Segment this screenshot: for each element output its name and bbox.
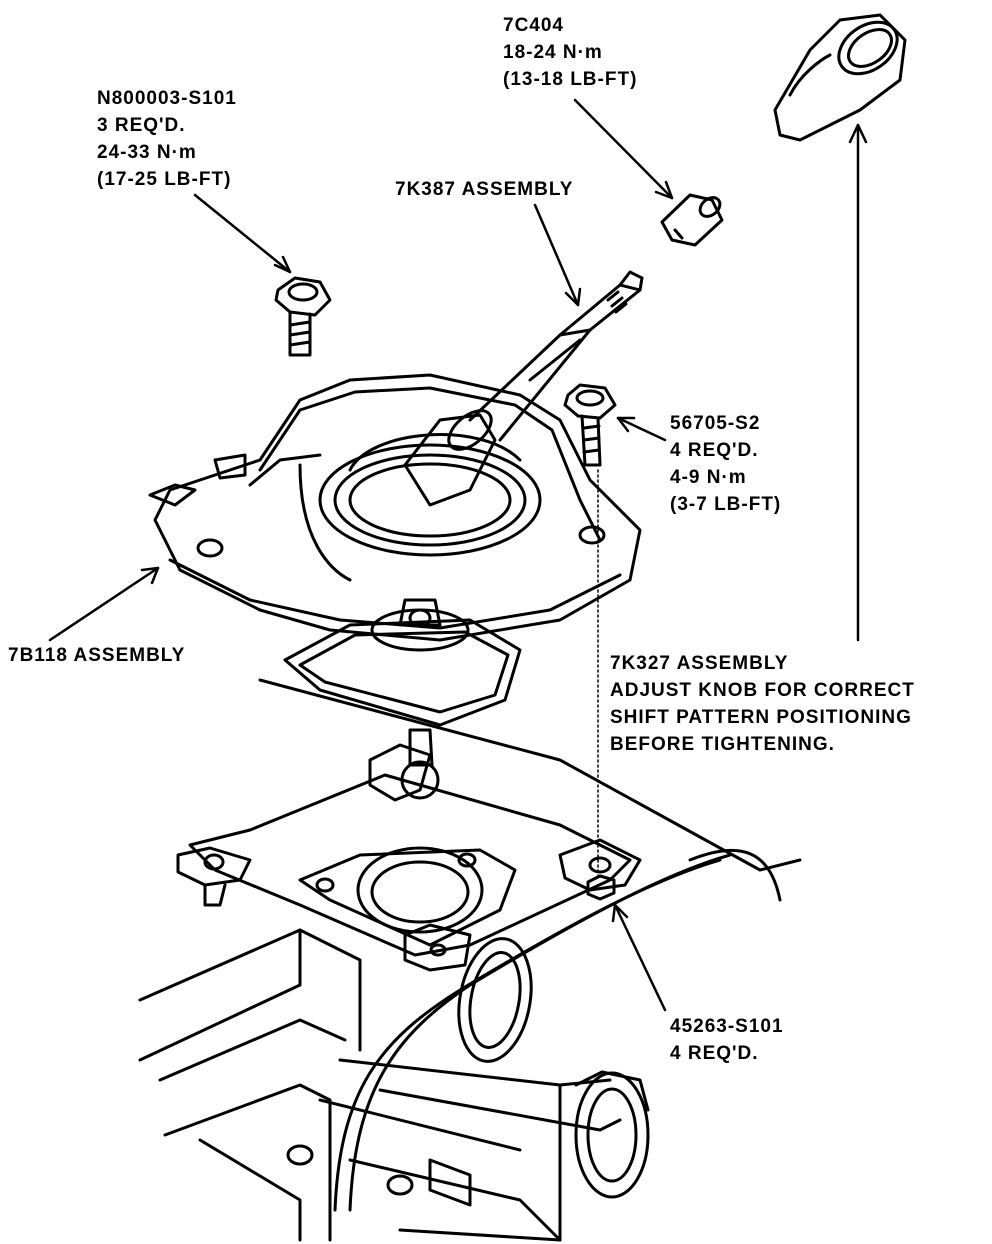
callout-line: 7K387 ASSEMBLY: [395, 179, 574, 200]
callout-jam-nut-7c404: 7C404 18-24 N·m (13-18 LB-FT): [503, 12, 637, 93]
callout-knob-7k327: 7K327 ASSEMBLY ADJUST KNOB FOR CORRECT S…: [610, 650, 915, 758]
wire-line-2: [348, 853, 732, 1212]
callout-bolt-56705: 56705-S2 4 REQ'D. 4-9 N·m (3-7 LB-FT): [670, 410, 781, 518]
nut-45263: [586, 874, 616, 901]
callout-line: 18-24 N·m: [503, 42, 603, 63]
bolt-56705: [563, 383, 617, 467]
callout-line: 7C404: [503, 15, 564, 36]
transmission-housing: [138, 678, 802, 1242]
callout-line: 4 REQ'D.: [670, 1043, 759, 1064]
gasket-ring: [283, 598, 522, 727]
callout-bolt-n800003: N800003-S101 3 REQ'D. 24-33 N·m (17-25 L…: [97, 85, 237, 193]
callout-line: (13-18 LB-FT): [503, 69, 638, 90]
callout-line: 7B118 ASSEMBLY: [8, 645, 186, 666]
callout-line: ADJUST KNOB FOR CORRECT: [610, 680, 915, 701]
callout-line: (17-25 LB-FT): [97, 169, 232, 190]
callout-line: N800003-S101: [97, 88, 237, 109]
callout-line: 4 REQ'D.: [670, 440, 759, 461]
bolt-n800003: [274, 276, 332, 357]
callout-line: 56705-S2: [670, 413, 761, 434]
jam-nut: [660, 193, 724, 247]
callout-line: BEFORE TIGHTENING.: [610, 734, 835, 755]
callout-nut-45263: 45263-S101 4 REQ'D.: [670, 1013, 784, 1067]
shifter-housing: [148, 373, 642, 642]
callout-line: 7K327 ASSEMBLY: [610, 653, 789, 674]
callout-line: 24-33 N·m: [97, 142, 197, 163]
callout-line: 3 REQ'D.: [97, 115, 186, 136]
callout-line: 4-9 N·m: [670, 467, 747, 488]
callout-housing-7b118: 7B118 ASSEMBLY: [8, 642, 185, 669]
wire-line: [333, 858, 722, 1212]
shift-knob: [773, 13, 907, 142]
shift-lever: [403, 270, 644, 507]
callout-line: (3-7 LB-FT): [670, 494, 782, 515]
callout-line: SHIFT PATTERN POSITIONING: [610, 707, 912, 728]
callout-lever-7k387: 7K387 ASSEMBLY: [395, 176, 573, 203]
callout-line: 45263-S101: [670, 1016, 784, 1037]
leader-lines: [48, 98, 868, 1012]
